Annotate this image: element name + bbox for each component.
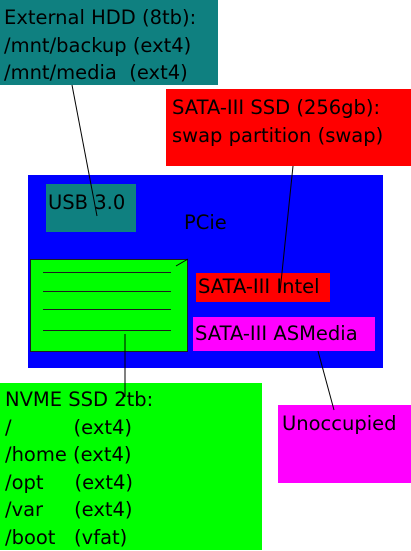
external-hdd-box: External HDD (8tb): /mnt/backup (ext4) /… bbox=[0, 0, 218, 85]
pcie-slot bbox=[30, 259, 188, 352]
pcie-slot-line bbox=[43, 272, 171, 273]
usb-label: USB 3.0 bbox=[48, 189, 136, 217]
sata-intel-label: SATA-III Intel bbox=[198, 273, 330, 301]
external-hdd-mount-backup: /mnt/backup (ext4) bbox=[4, 32, 218, 60]
pcie-slot-line bbox=[43, 309, 171, 310]
pcie-slot-line bbox=[43, 330, 171, 331]
sata-ssd-title: SATA-III SSD (256gb): bbox=[172, 94, 411, 122]
external-hdd-title: External HDD (8tb): bbox=[4, 4, 218, 32]
pcie-slot-line bbox=[43, 291, 171, 292]
nvme-mount-opt: /opt (ext4) bbox=[5, 469, 262, 497]
sata-ssd-box: SATA-III SSD (256gb): swap partition (sw… bbox=[166, 89, 411, 166]
pcie-label: PCie bbox=[184, 209, 227, 237]
nvme-mount-var: /var (ext4) bbox=[5, 496, 262, 524]
sata-asmedia-label: SATA-III ASMedia bbox=[195, 320, 375, 348]
external-hdd-mount-media: /mnt/media (ext4) bbox=[4, 59, 218, 87]
nvme-mount-root: / (ext4) bbox=[5, 414, 262, 442]
nvme-title: NVME SSD 2tb: bbox=[5, 386, 262, 414]
nvme-mount-boot: /boot (vfat) bbox=[5, 524, 262, 551]
unoccupied-label: Unoccupied bbox=[282, 410, 411, 438]
nvme-ssd-box: NVME SSD 2tb: / (ext4) /home (ext4) /opt… bbox=[0, 383, 262, 550]
sata-asmedia-port: SATA-III ASMedia bbox=[193, 317, 375, 351]
nvme-mount-home: /home (ext4) bbox=[5, 441, 262, 469]
sata-intel-port: SATA-III Intel bbox=[196, 273, 330, 302]
usb-port: USB 3.0 bbox=[46, 184, 136, 232]
sata-ssd-swap: swap partition (swap) bbox=[172, 122, 411, 150]
unoccupied-box: Unoccupied bbox=[278, 405, 411, 483]
